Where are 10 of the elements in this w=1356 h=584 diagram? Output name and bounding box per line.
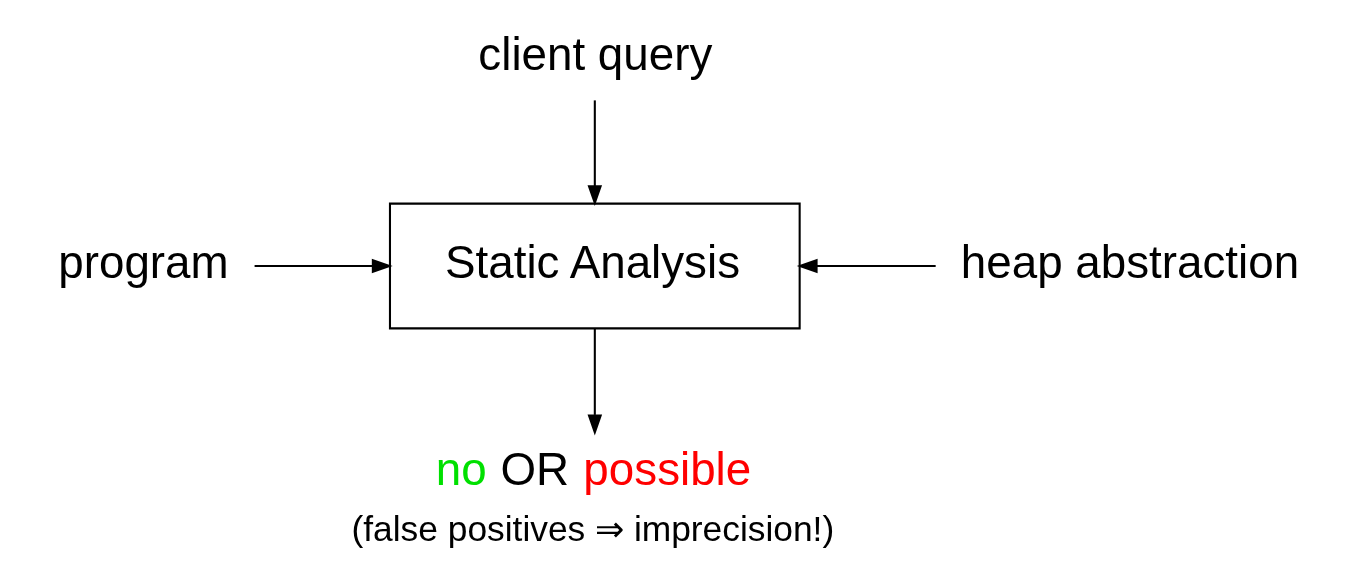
node-box: Static Analysis <box>388 202 801 330</box>
arrow <box>587 100 603 206</box>
arrow <box>254 258 393 274</box>
node-label: (false positives ⇒ imprecision!) <box>351 508 835 548</box>
node-text: program <box>58 236 229 288</box>
arrow <box>587 328 603 436</box>
node-text: client query <box>478 28 713 80</box>
arrow <box>796 258 936 274</box>
node-text: heap abstraction <box>960 236 1300 288</box>
node-text: no OR possible <box>435 443 752 495</box>
